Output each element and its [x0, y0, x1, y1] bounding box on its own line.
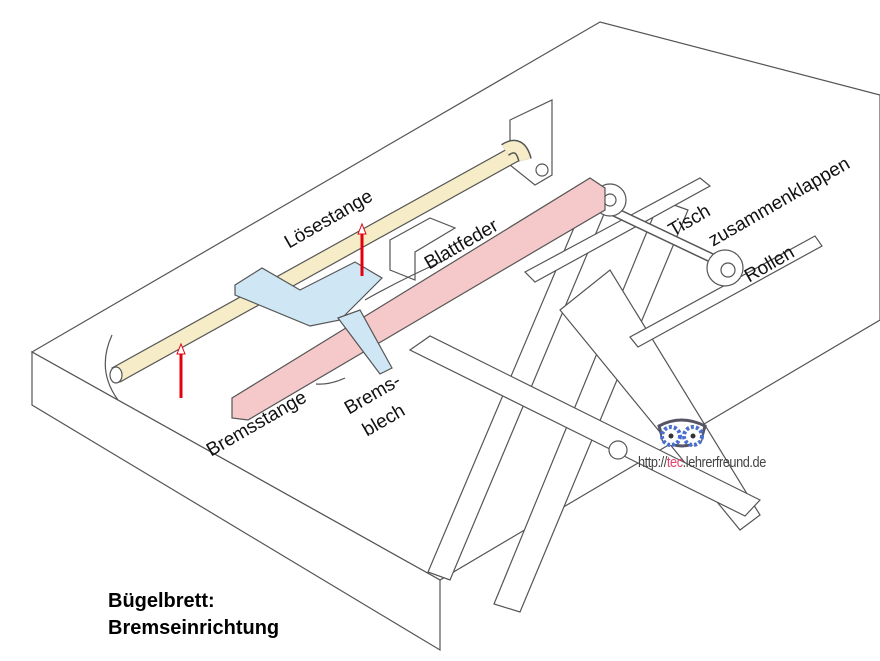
title-line-2: Bremseinrichtung — [108, 617, 280, 639]
board-front — [31, 350, 441, 652]
leg-cross — [559, 269, 761, 531]
roller-rail — [629, 235, 823, 348]
brake-bar — [231, 177, 606, 421]
logo-url-prefix: http:// — [638, 454, 667, 471]
logo-url-suffix: .lehrerfreund.de — [682, 454, 767, 471]
logo-url: http://tec.lehrerfreund.de — [638, 454, 766, 471]
crossbar — [408, 335, 761, 517]
logo-url-accent: tec — [666, 454, 683, 471]
leaf-spring-block — [389, 217, 457, 281]
leg-right — [493, 199, 689, 613]
pivot — [608, 440, 628, 460]
table-rail — [524, 177, 712, 283]
release-bracket — [234, 261, 383, 327]
title-line-1: Bügelbrett: — [108, 590, 215, 612]
brake-plate — [337, 309, 393, 375]
owl-logo — [657, 418, 707, 448]
